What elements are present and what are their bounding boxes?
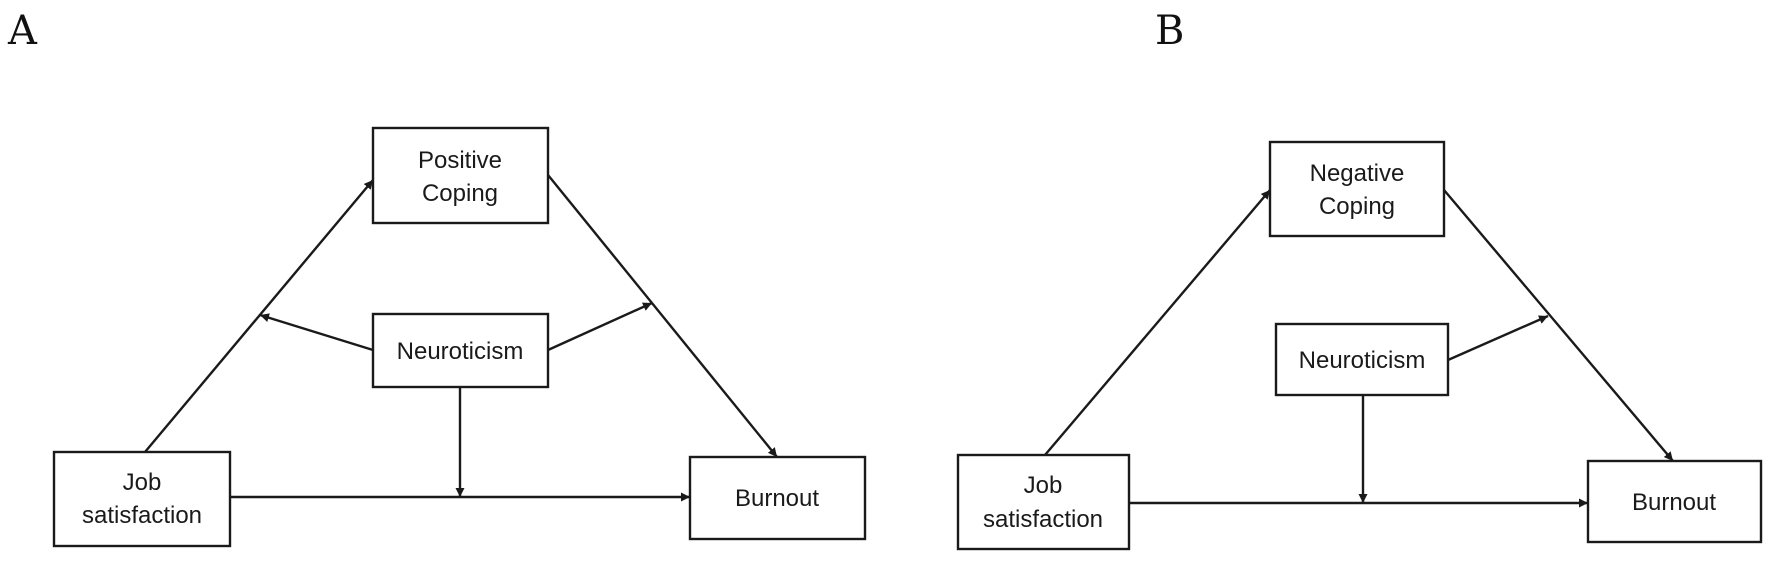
panel-a: A Positive Coping Neuroticism Job satisf… (7, 8, 867, 548)
node-label-line1: Negative (1310, 160, 1405, 187)
node-burnout: Burnout (688, 455, 867, 541)
node-label-line2: Coping (422, 180, 498, 207)
node-positive-coping: Positive Coping (371, 126, 550, 225)
edge-neuroticism-moderates-b-path (1447, 314, 1549, 362)
edge-coping-to-burnout (1443, 189, 1674, 462)
node-neuroticism: Neuroticism (371, 312, 550, 389)
panel-b: B Negative Coping Neuroticism Job satisf… (956, 8, 1763, 551)
node-label-line1: Job (123, 469, 162, 496)
node-job-satisfaction: Job satisfaction (956, 453, 1131, 551)
node-job-satisfaction: Job satisfaction (52, 450, 232, 548)
node-label-line2: satisfaction (82, 502, 202, 529)
node-label-line1: Job (1024, 472, 1063, 499)
node-label: Neuroticism (1299, 347, 1426, 374)
edge-neuroticism-moderates-b-path (547, 301, 653, 352)
edge-job-to-coping (1044, 189, 1271, 456)
node-label-line2: Coping (1319, 193, 1395, 220)
node-negative-coping: Negative Coping (1268, 140, 1446, 238)
node-burnout: Burnout (1586, 459, 1763, 544)
node-label-line1: Positive (418, 147, 502, 174)
node-neuroticism: Neuroticism (1274, 322, 1450, 397)
node-label: Burnout (1632, 489, 1716, 516)
panel-a-letter: A (7, 8, 38, 54)
node-label: Neuroticism (397, 338, 524, 365)
node-label-line2: satisfaction (983, 506, 1103, 533)
edge-coping-to-burnout (547, 174, 778, 458)
panel-b-letter: B (1155, 8, 1184, 54)
edge-job-to-coping (144, 179, 374, 453)
node-label: Burnout (735, 485, 819, 512)
edge-neuroticism-moderates-a-path (259, 313, 374, 352)
